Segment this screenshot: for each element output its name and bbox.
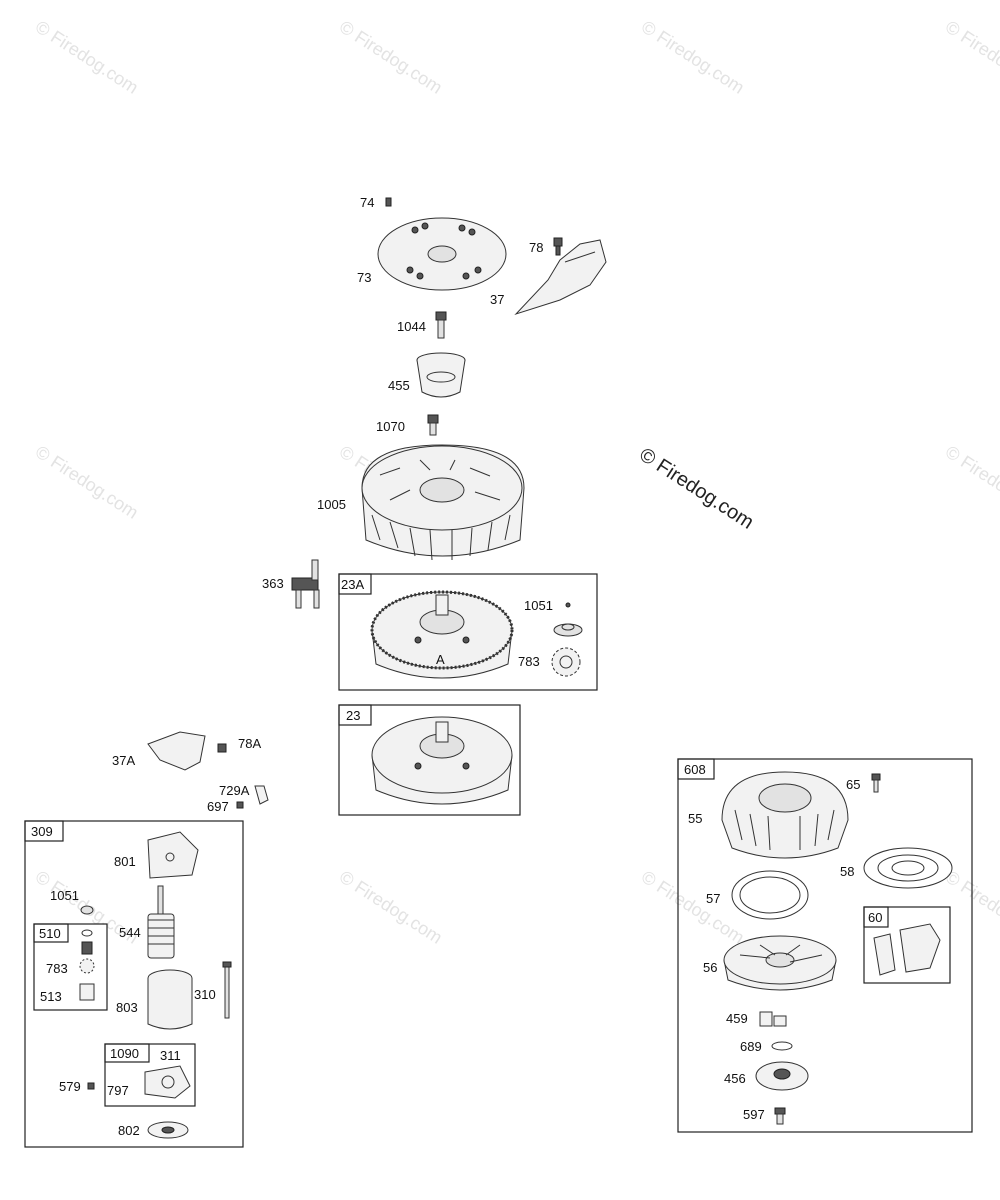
part-label-802: 802 bbox=[118, 1123, 140, 1138]
part-455-cup bbox=[416, 352, 466, 398]
part-1005-fan bbox=[361, 444, 525, 561]
part-label-689: 689 bbox=[740, 1039, 762, 1054]
box-label-60: 60 bbox=[868, 910, 882, 925]
part-579-screw bbox=[87, 1082, 95, 1090]
watermark: © Firedog.com bbox=[638, 17, 748, 98]
part-1070-bolt bbox=[427, 414, 439, 436]
part-797-brush-holder bbox=[144, 1065, 191, 1099]
part-label-311: 311 bbox=[160, 1048, 181, 1063]
part-74-screw bbox=[385, 197, 392, 207]
part-803-housing bbox=[147, 969, 193, 1030]
part-label-37A: 37A bbox=[112, 753, 135, 768]
part-label-1070: 1070 bbox=[376, 419, 405, 434]
part-1044-bolt bbox=[435, 311, 447, 339]
part-label-455: 455 bbox=[388, 378, 410, 393]
box-608: 608 65 55 58 57 60 bbox=[677, 758, 973, 1133]
part-label-73: 73 bbox=[357, 270, 371, 285]
part-label-310: 310 bbox=[194, 987, 216, 1002]
watermark: © Firedog.com bbox=[32, 17, 142, 98]
part-label-37: 37 bbox=[490, 292, 504, 307]
part-78A-screw bbox=[217, 743, 227, 753]
watermark: © Firedog.com bbox=[32, 442, 142, 523]
part-55-starter-housing bbox=[721, 771, 849, 859]
watermark: © Firedog.com bbox=[942, 17, 1000, 98]
part-23A-flywheel: A bbox=[370, 590, 514, 679]
box-510: 510 783 513 bbox=[33, 923, 108, 1011]
part-459-dogs bbox=[759, 1011, 787, 1027]
part-label-513: 513 bbox=[40, 989, 62, 1004]
part-label-1051-b: 1051 bbox=[50, 888, 79, 903]
part-label-801: 801 bbox=[114, 854, 136, 869]
part-label-597: 597 bbox=[743, 1107, 765, 1122]
part-73-screen bbox=[377, 217, 507, 291]
part-363-brake-bracket bbox=[291, 559, 320, 609]
watermark: © Firedog.com bbox=[942, 442, 1000, 523]
flywheel-mark: A bbox=[436, 652, 445, 667]
part-label-1005: 1005 bbox=[317, 497, 346, 512]
part-23-flywheel bbox=[371, 716, 513, 805]
part-802-plate bbox=[147, 1121, 189, 1139]
part-label-783: 783 bbox=[518, 654, 540, 669]
box-label-510: 510 bbox=[39, 926, 61, 941]
part-510-spring bbox=[81, 929, 93, 955]
part-label-697: 697 bbox=[207, 799, 229, 814]
part-label-78A: 78A bbox=[238, 736, 261, 751]
part-58-spring bbox=[863, 847, 953, 889]
part-783-gear bbox=[551, 647, 581, 677]
part-697-screw bbox=[236, 801, 244, 809]
part-label-459: 459 bbox=[726, 1011, 748, 1026]
box-label-23: 23 bbox=[346, 708, 360, 723]
box-label-608: 608 bbox=[684, 762, 706, 777]
box-1090: 1090 311 797 bbox=[104, 1043, 196, 1107]
part-label-544: 544 bbox=[119, 925, 141, 940]
box-label-23A: 23A bbox=[341, 577, 364, 592]
part-60-handle bbox=[873, 923, 941, 976]
part-689-spring bbox=[771, 1041, 793, 1051]
part-544-armature bbox=[147, 885, 175, 959]
box-60: 60 bbox=[863, 906, 951, 984]
part-label-56: 56 bbox=[703, 960, 717, 975]
part-label-803: 803 bbox=[116, 1000, 138, 1015]
part-37-baffle bbox=[514, 239, 607, 316]
box-label-1090: 1090 bbox=[110, 1046, 139, 1061]
watermark: © Firedog.com bbox=[638, 867, 748, 948]
part-801-end-cap bbox=[147, 831, 199, 879]
part-56-pulley bbox=[723, 935, 837, 991]
part-783-gear-b bbox=[79, 958, 95, 974]
part-label-55: 55 bbox=[688, 811, 702, 826]
part-label-1044: 1044 bbox=[397, 319, 426, 334]
watermark: © Firedog.com bbox=[336, 17, 446, 98]
part-57-rope bbox=[731, 870, 809, 920]
part-label-579: 579 bbox=[59, 1079, 81, 1094]
part-1051-washer bbox=[553, 602, 583, 637]
part-37A-shield bbox=[147, 731, 206, 771]
part-456-retainer bbox=[755, 1061, 809, 1091]
part-78-screw bbox=[553, 237, 563, 256]
box-23A: 23A A 1051 783 bbox=[338, 573, 598, 691]
part-597-screw bbox=[774, 1107, 786, 1125]
part-1051-washer-b bbox=[80, 905, 94, 915]
part-729A-clip bbox=[254, 785, 269, 805]
part-label-58: 58 bbox=[840, 864, 854, 879]
part-label-797: 797 bbox=[107, 1083, 129, 1098]
watermark: © Firedog.com bbox=[336, 867, 446, 948]
watermark-center: © Firedog.com bbox=[635, 444, 757, 534]
part-label-74: 74 bbox=[360, 195, 374, 210]
part-513-pinion bbox=[79, 983, 95, 1001]
box-309: 309 801 1051 544 510 783 bbox=[24, 820, 244, 1148]
box-label-309: 309 bbox=[31, 824, 53, 839]
part-310-bolt bbox=[222, 961, 232, 1019]
part-label-65: 65 bbox=[846, 777, 860, 792]
part-label-1051: 1051 bbox=[524, 598, 553, 613]
part-65-screw bbox=[871, 773, 881, 793]
part-label-729A: 729A bbox=[219, 783, 250, 798]
part-label-57: 57 bbox=[706, 891, 720, 906]
box-23: 23 bbox=[338, 704, 521, 816]
part-label-78: 78 bbox=[529, 240, 543, 255]
part-label-363: 363 bbox=[262, 576, 284, 591]
part-label-456: 456 bbox=[724, 1071, 746, 1086]
part-label-783-b: 783 bbox=[46, 961, 68, 976]
